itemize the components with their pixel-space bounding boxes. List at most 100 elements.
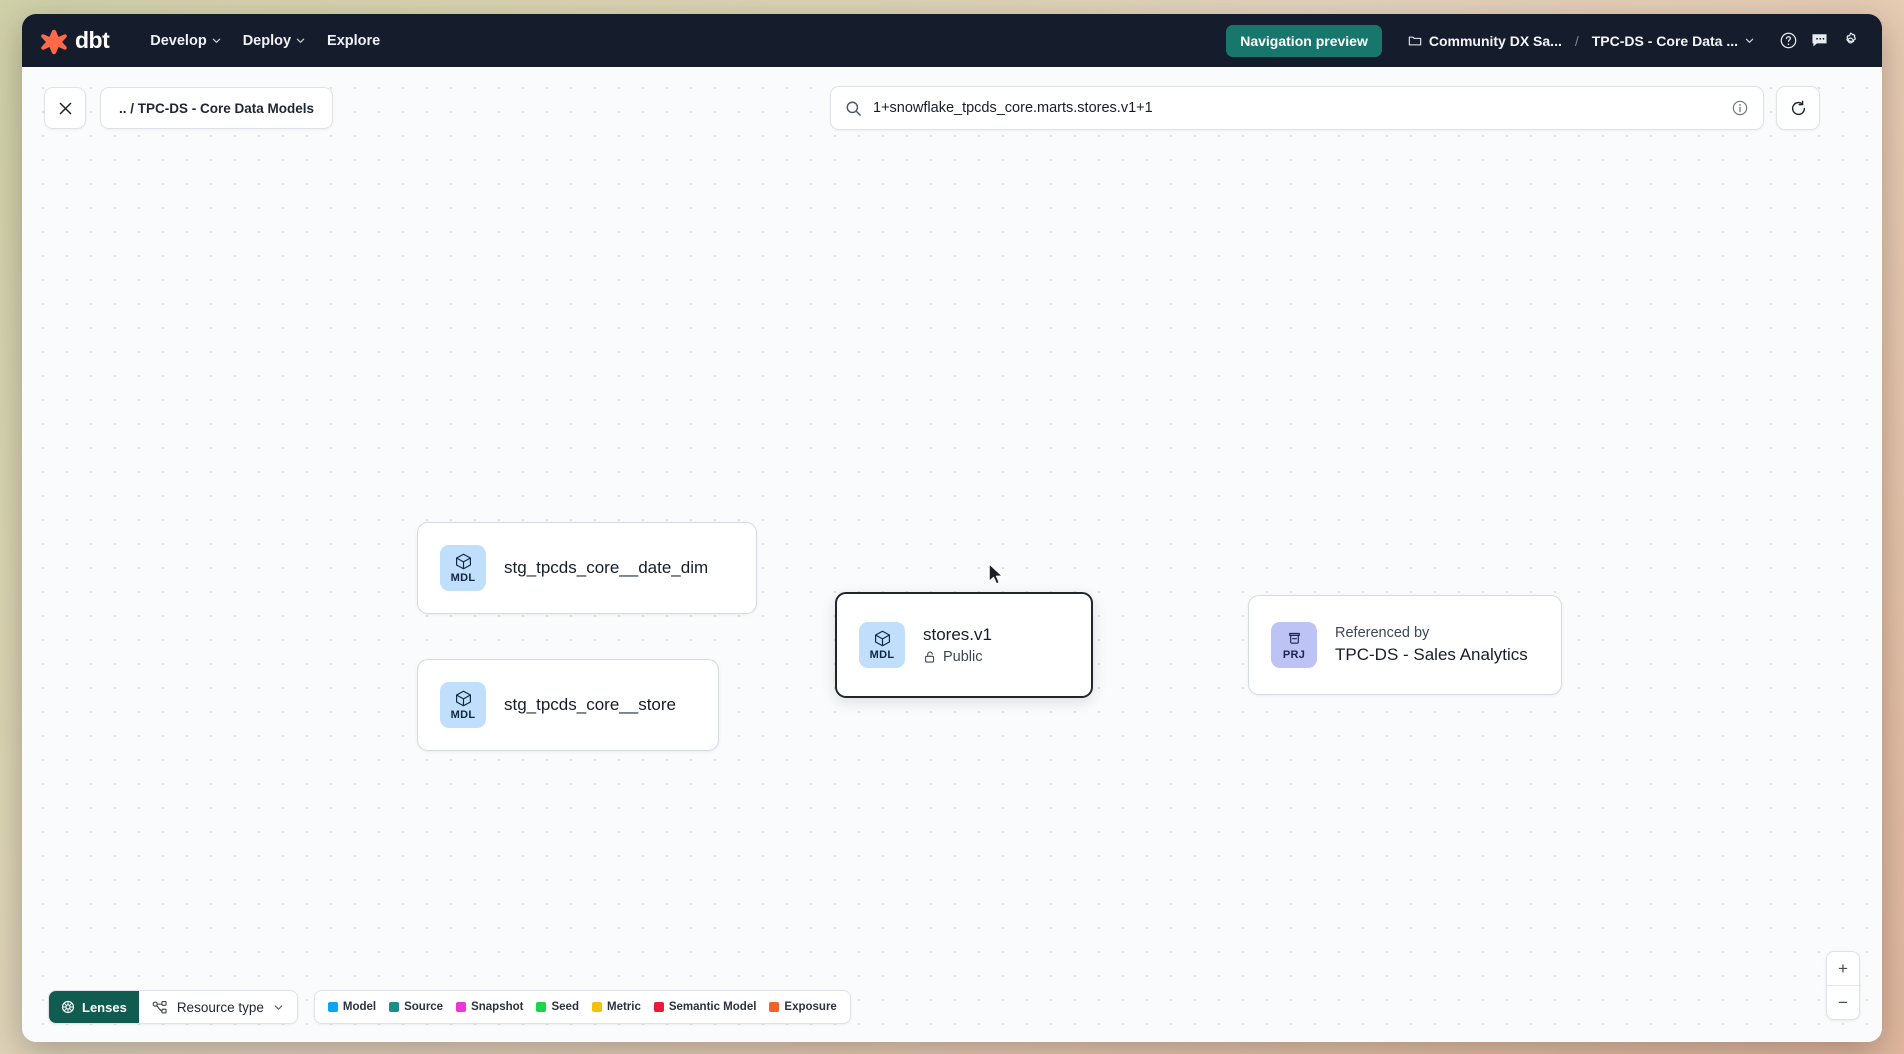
canvas-toolbar: .. / TPC-DS - Core Data Models	[22, 84, 1882, 132]
dbt-wordmark: dbt	[75, 27, 110, 53]
legend-item-metric: Metric	[591, 1001, 641, 1013]
canvas-bottom-bar: Lenses Resource type	[48, 990, 851, 1024]
lineage-graph-canvas[interactable]: .. / TPC-DS - Core Data Models	[22, 67, 1882, 1042]
graph-node-title: stg_tpcds_core__date_dim	[504, 558, 709, 577]
account-breadcrumb: Community DX Sa... / TPC-DS - Core Data …	[1404, 28, 1758, 54]
project-selector[interactable]: TPC-DS - Core Data ...	[1588, 28, 1758, 54]
graph-node-referenced-project[interactable]: PRJ Referenced by TPC-DS - Sales Analyti…	[1248, 595, 1562, 695]
model-badge: MDL	[859, 622, 905, 668]
legend-label: Semantic Model	[668, 1001, 757, 1013]
resource-type-dropdown[interactable]: Resource type	[138, 991, 297, 1023]
chevron-down-icon	[296, 38, 305, 43]
graph-node-body: stores.v1 Public	[923, 625, 992, 665]
account-name: Community DX Sa...	[1428, 32, 1562, 49]
top-icon-group	[1774, 27, 1864, 55]
feedback-icon[interactable]	[1805, 27, 1833, 55]
model-badge-label: MDL	[450, 709, 476, 721]
model-badge: MDL	[440, 682, 486, 728]
cube-icon	[455, 553, 471, 570]
search-icon	[846, 101, 861, 116]
search-input[interactable]	[873, 100, 1720, 116]
legend-label: Source	[404, 1001, 444, 1013]
legend-label: Metric	[606, 1001, 641, 1013]
zoom-in-button[interactable]: +	[1838, 959, 1848, 978]
model-badge: MDL	[440, 545, 486, 591]
legend-swatch	[769, 1002, 780, 1012]
search-box[interactable]	[830, 86, 1764, 130]
graph-node-kicker: Referenced by	[1335, 625, 1430, 641]
dbt-mark-icon	[41, 29, 67, 54]
unlock-icon	[925, 651, 935, 663]
nav-item-explore[interactable]: Explore	[316, 26, 391, 56]
gear-icon[interactable]	[1836, 27, 1864, 55]
graph-node-body: Referenced by TPC-DS - Sales Analytics	[1335, 625, 1528, 665]
close-icon	[59, 102, 71, 114]
refresh-icon	[1791, 100, 1805, 115]
nav-item-explore-label: Explore	[327, 32, 381, 49]
breadcrumb-separator: /	[1574, 32, 1579, 49]
project-badge-label: PRJ	[1282, 649, 1306, 661]
chevron-down-icon	[1745, 38, 1754, 43]
top-navigation-bar: dbt Develop Deploy Explore Navigation pr…	[22, 14, 1882, 67]
navigation-preview-button[interactable]: Navigation preview	[1226, 24, 1382, 57]
graph-node-title: stores.v1	[923, 625, 992, 644]
legend-item-exposure: Exposure	[769, 1001, 837, 1013]
dbt-logo[interactable]: dbt	[36, 27, 110, 55]
legend-swatch	[591, 1002, 602, 1012]
legend-item-model: Model	[327, 1001, 377, 1013]
graph-nodes-layer: MDL stg_tpcds_core__date_dim MDL stg_tpc…	[22, 67, 1882, 1042]
legend-swatch	[653, 1002, 664, 1012]
legend-item-semantic-model: Semantic Model	[653, 1001, 757, 1013]
resource-type-legend: Model Source Snapshot Seed Metric	[313, 990, 851, 1024]
resource-type-label: Resource type	[176, 999, 264, 1015]
lens-icon	[61, 1000, 75, 1014]
graph-node-stg-store[interactable]: MDL stg_tpcds_core__store	[417, 659, 719, 751]
nav-item-deploy[interactable]: Deploy	[232, 26, 316, 56]
legend-swatch	[536, 1002, 547, 1012]
legend-swatch	[456, 1002, 467, 1012]
nav-item-develop[interactable]: Develop	[139, 26, 231, 56]
legend-label: Snapshot	[471, 1001, 524, 1013]
lens-control-group: Lenses Resource type	[48, 990, 298, 1024]
folder-icon	[1408, 36, 1422, 45]
cube-icon	[874, 630, 890, 647]
project-badge: PRJ	[1271, 622, 1317, 668]
zoom-out-button[interactable]: −	[1838, 993, 1848, 1012]
nav-item-develop-label: Develop	[150, 32, 207, 49]
search-area	[830, 86, 1820, 130]
legend-swatch	[389, 1002, 400, 1012]
browser-window: dbt Develop Deploy Explore Navigation pr…	[22, 14, 1882, 1042]
legend-label: Exposure	[784, 1001, 837, 1013]
account-selector[interactable]: Community DX Sa...	[1404, 28, 1566, 54]
legend-item-snapshot: Snapshot	[456, 1001, 523, 1013]
refresh-button[interactable]	[1776, 86, 1820, 130]
nav-item-deploy-label: Deploy	[242, 32, 292, 49]
breadcrumb[interactable]: .. / TPC-DS - Core Data Models	[100, 87, 334, 129]
graph-node-access-label: Public	[943, 649, 983, 665]
close-lineage-button[interactable]	[44, 87, 86, 129]
chevron-down-icon	[274, 1004, 283, 1010]
legend-swatch	[327, 1002, 338, 1012]
graph-node-stg-date-dim[interactable]: MDL stg_tpcds_core__date_dim	[417, 522, 757, 614]
zoom-controls: + −	[1826, 951, 1860, 1020]
graph-node-title: TPC-DS - Sales Analytics	[1335, 645, 1528, 664]
cube-icon	[455, 690, 471, 707]
lenses-button[interactable]: Lenses	[49, 991, 139, 1023]
project-name: TPC-DS - Core Data ...	[1591, 32, 1738, 49]
graph-node-title: stg_tpcds_core__store	[504, 695, 676, 714]
project-stack-icon	[1288, 632, 1300, 644]
chevron-down-icon	[212, 38, 220, 43]
graph-node-access: Public	[923, 649, 992, 665]
legend-item-seed: Seed	[536, 1001, 579, 1013]
legend-item-source: Source	[389, 1001, 443, 1013]
resource-type-icon	[152, 1000, 167, 1013]
info-icon[interactable]	[1731, 99, 1749, 117]
lenses-label: Lenses	[82, 999, 127, 1015]
legend-label: Seed	[551, 1001, 579, 1013]
model-badge-label: MDL	[450, 572, 476, 584]
legend-label: Model	[342, 1001, 377, 1013]
model-badge-label: MDL	[869, 649, 895, 661]
graph-node-stores-v1[interactable]: MDL stores.v1 Public	[835, 592, 1093, 698]
help-circle-icon[interactable]	[1774, 27, 1802, 55]
zoom-divider	[1827, 985, 1859, 986]
